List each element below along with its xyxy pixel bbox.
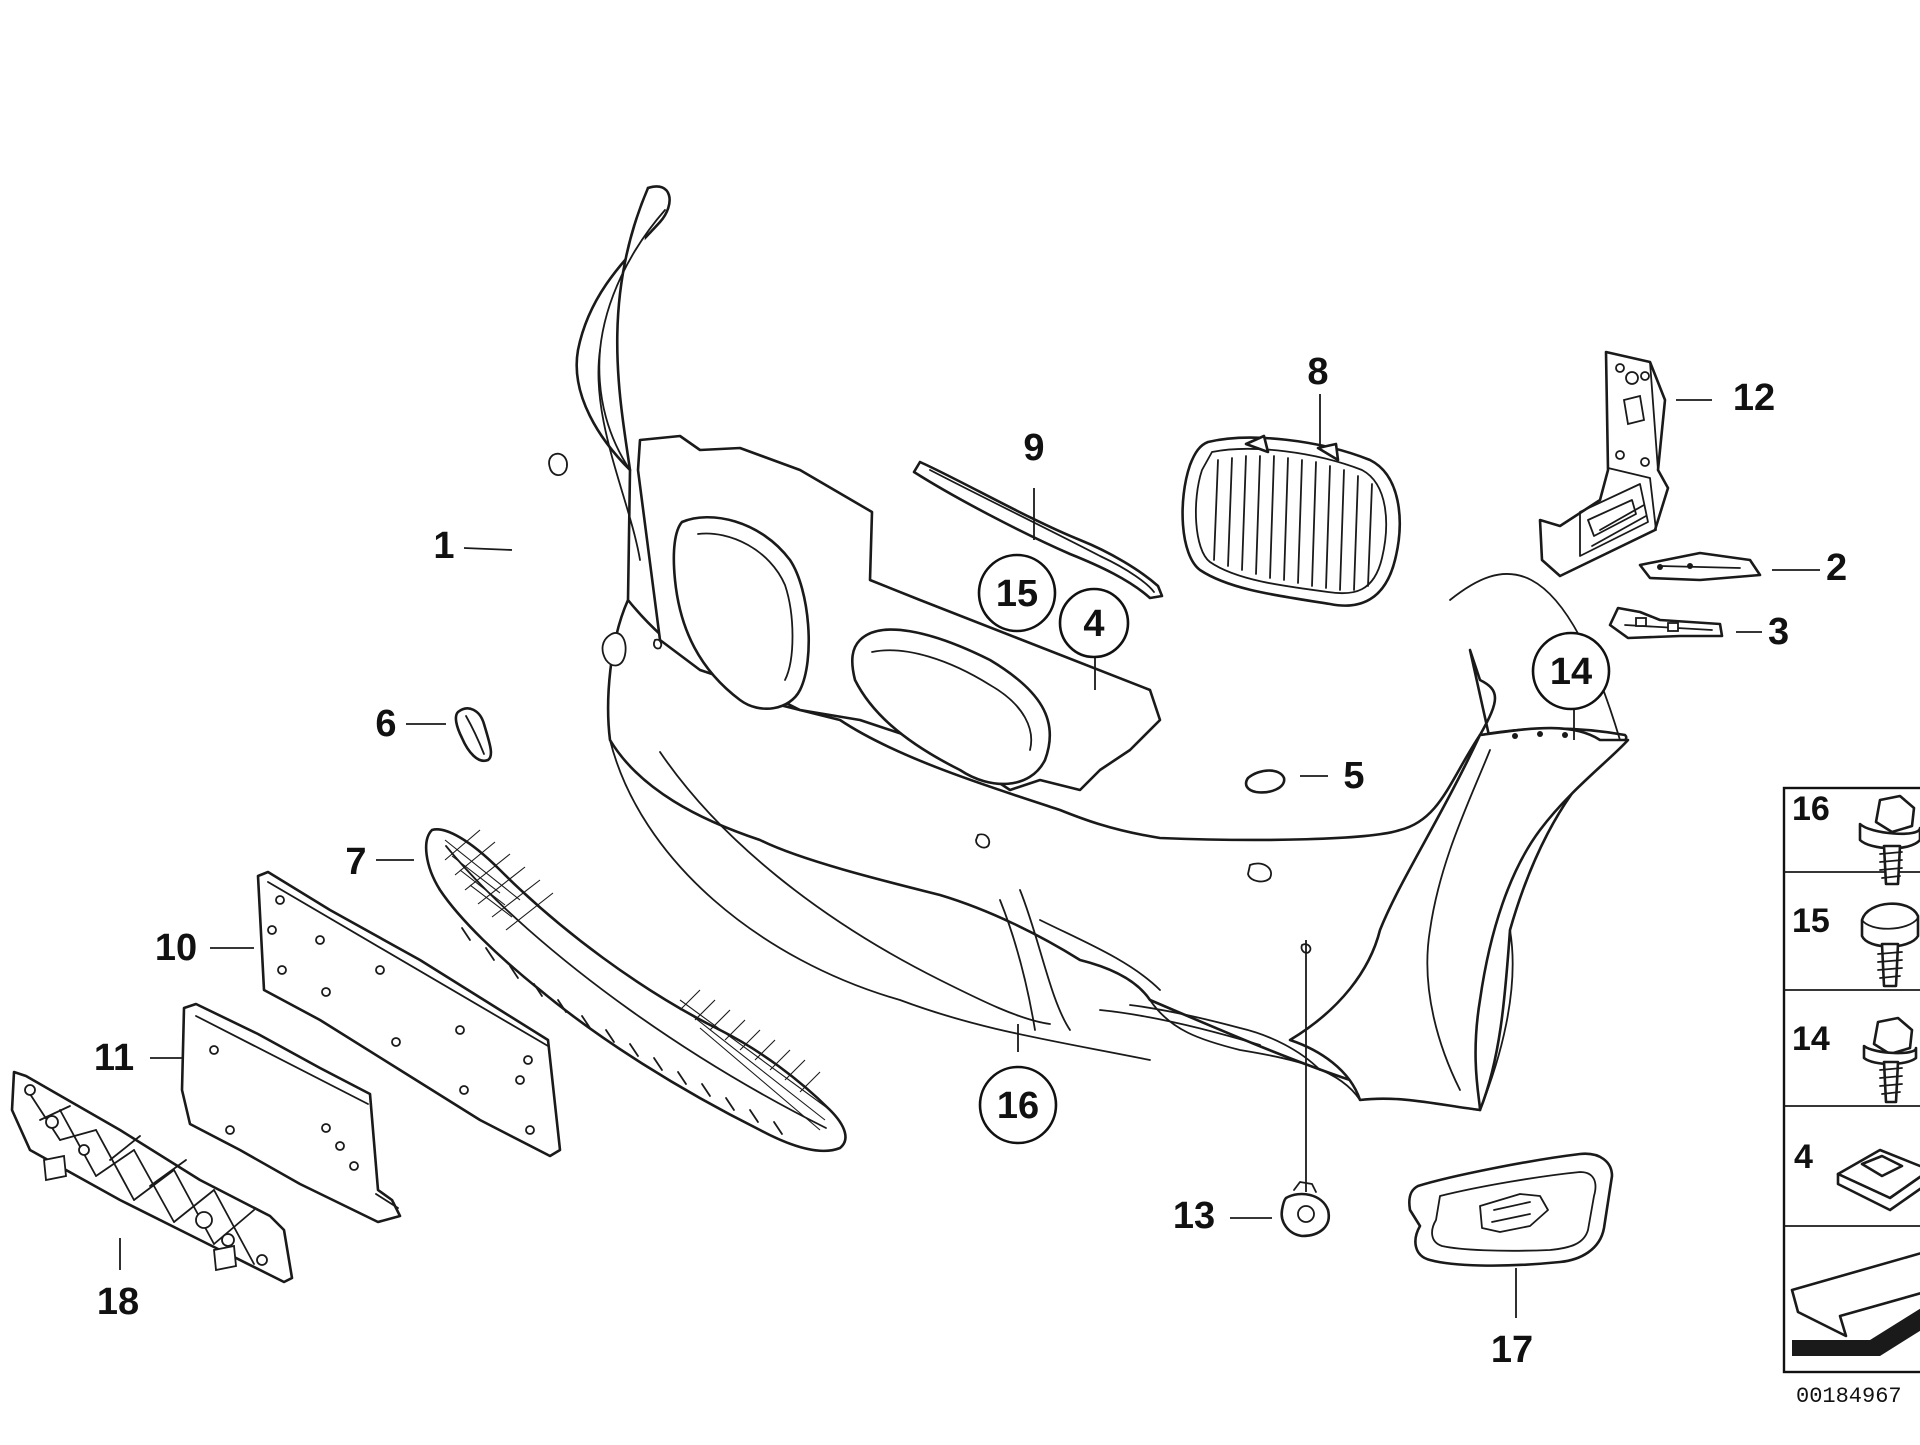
carrier-part-18 [10, 1070, 294, 1284]
callout-4: 4 [1083, 603, 1104, 645]
lower-grille-part-7 [424, 828, 847, 1153]
kidney-grille-part-8 [1181, 434, 1401, 607]
callout-14: 14 [1550, 651, 1592, 693]
bumper-side-wing [1288, 726, 1630, 1112]
callout-2: 2 [1826, 547, 1847, 589]
legend-label-15: 15 [1792, 902, 1830, 940]
callout-1: 1 [433, 525, 454, 567]
hex-screw-icon [1862, 1016, 1918, 1104]
cover-cap-part-6 [454, 707, 493, 763]
callout-labels: 1 2 3 4 5 6 7 8 9 10 11 12 13 14 15 16 1… [94, 351, 1847, 1371]
legend-label-14: 14 [1792, 1020, 1830, 1058]
trim-strip-part-9 [912, 460, 1164, 600]
callout-18: 18 [97, 1281, 139, 1323]
fastener-legend: 16 15 14 4 [1782, 786, 1920, 1374]
callout-11: 11 [94, 1037, 134, 1079]
callout-10: 10 [155, 927, 197, 969]
callout-15: 15 [996, 573, 1038, 615]
document-id: 00184967 [1796, 1384, 1902, 1409]
plate-bracket-part-10 [256, 870, 562, 1158]
callout-9: 9 [1023, 427, 1044, 469]
direction-arrow-icon [1790, 1252, 1920, 1356]
square-nut-clip-icon [1836, 1148, 1920, 1212]
callout-6: 6 [375, 703, 396, 745]
legend-label-16: 16 [1792, 790, 1830, 828]
hex-flange-screw-icon [1858, 794, 1920, 886]
bumper-panel-part [548, 185, 1628, 1112]
callout-17: 17 [1491, 1329, 1533, 1371]
callout-16: 16 [997, 1085, 1039, 1127]
callout-circles [977, 553, 1611, 1145]
round-head-screw-icon [1860, 902, 1920, 988]
callout-12: 12 [1733, 377, 1775, 419]
callout-13: 13 [1173, 1195, 1215, 1237]
callout-5: 5 [1343, 755, 1364, 797]
leader-lines [119, 394, 1820, 1318]
bracket-part-17 [1407, 1152, 1614, 1267]
callout-8: 8 [1307, 351, 1328, 393]
callout-3: 3 [1768, 611, 1789, 653]
cover-cap-part-5 [1244, 769, 1286, 794]
mounting-bracket-part-12 [1538, 350, 1670, 578]
plate-holder-part-11 [180, 1002, 402, 1224]
bracket-part-2 [1638, 551, 1762, 582]
nut-part-13 [1280, 1181, 1331, 1238]
callout-7: 7 [345, 841, 366, 883]
bracket-part-3 [1608, 606, 1724, 640]
legend-label-4: 4 [1794, 1138, 1813, 1176]
